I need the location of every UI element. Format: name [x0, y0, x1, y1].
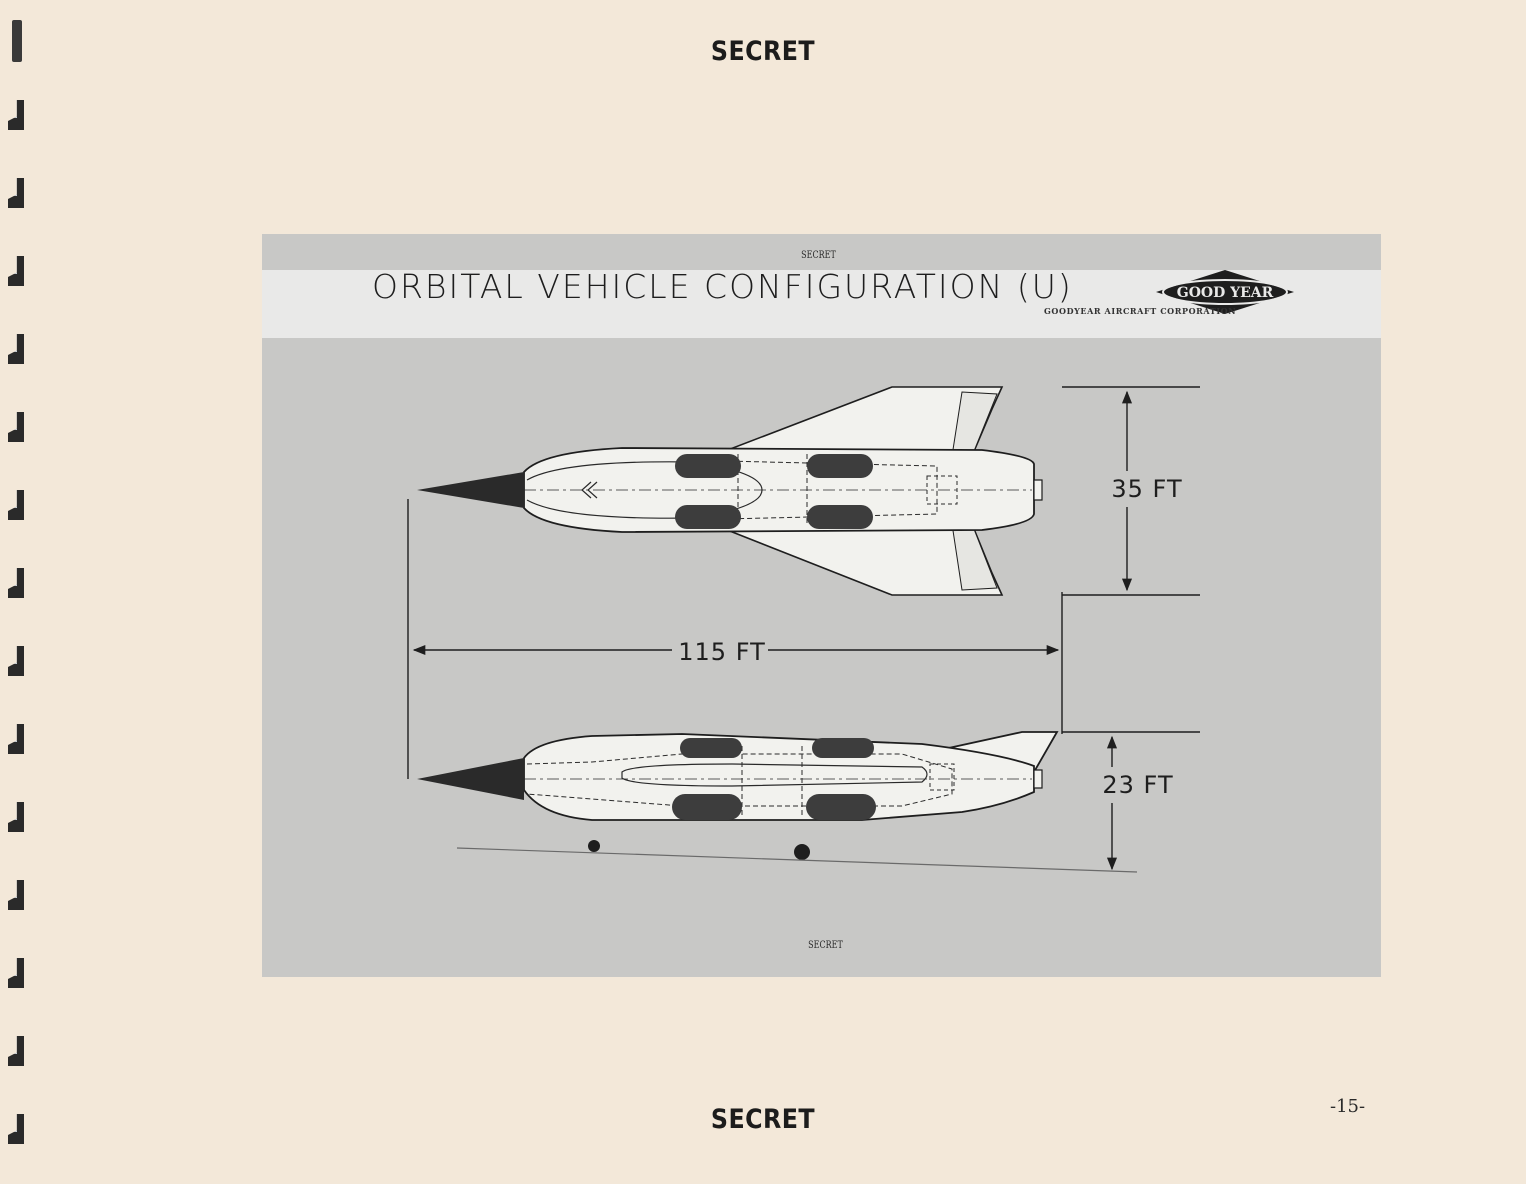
plate-classification-bottom: SECRET [808, 940, 843, 951]
length-dimension-label: 115 FT [678, 638, 765, 666]
logo-caption: GOODYEAR AIRCRAFT CORPORATION [1044, 306, 1237, 316]
figure-title: ORBITAL VEHICLE CONFIGURATION (U) [372, 267, 1073, 306]
binding-ring [8, 646, 24, 676]
binding-ring [8, 490, 24, 520]
binding-ring [8, 802, 24, 832]
window-side-1 [680, 738, 742, 758]
classification-footer: SECRET [710, 1104, 816, 1135]
ground-line [456, 847, 1138, 873]
binding-ring [8, 724, 24, 754]
figure-plate: SECRET ORBITAL VEHICLE CONFIGURATION (U)… [262, 234, 1381, 977]
span-dimension-label: 35 FT [1111, 475, 1182, 503]
plate-classification-top: SECRET [801, 250, 836, 261]
landing-gear-main [794, 844, 810, 860]
landing-gear-front [588, 840, 600, 852]
window-side-4 [806, 794, 876, 820]
binding-ring [8, 958, 24, 988]
binding-ring [8, 1036, 24, 1066]
top-view [417, 386, 1043, 596]
binding-ring [8, 334, 24, 364]
binding-ring [8, 1114, 24, 1144]
window-side-2 [812, 738, 874, 758]
logo-text: GOOD YEAR [1177, 285, 1274, 301]
spiral-binding [0, 0, 34, 1184]
side-view [417, 731, 1138, 873]
binding-ring [8, 880, 24, 910]
vehicle-diagram: 35 FT 115 FT 23 FT [407, 386, 1200, 873]
binding-ring [8, 256, 24, 286]
classification-header: SECRET [710, 36, 816, 67]
dimension-lines: 35 FT 115 FT 23 FT [407, 386, 1200, 871]
window-top-4 [807, 505, 873, 529]
height-dimension-label: 23 FT [1102, 771, 1173, 799]
page-number: -15- [1330, 1096, 1366, 1117]
goodyear-logo: GOOD YEAR [1156, 270, 1294, 314]
window-side-3 [672, 794, 742, 820]
nose-cone-top [417, 472, 524, 508]
binding-ring [8, 178, 24, 208]
binding-ring [8, 412, 24, 442]
window-top-1 [675, 454, 741, 478]
binding-ring [8, 568, 24, 598]
binding-strip [12, 20, 22, 62]
nose-cone-side [417, 758, 524, 800]
window-top-2 [807, 454, 873, 478]
binding-ring [8, 100, 24, 130]
window-top-3 [675, 505, 741, 529]
